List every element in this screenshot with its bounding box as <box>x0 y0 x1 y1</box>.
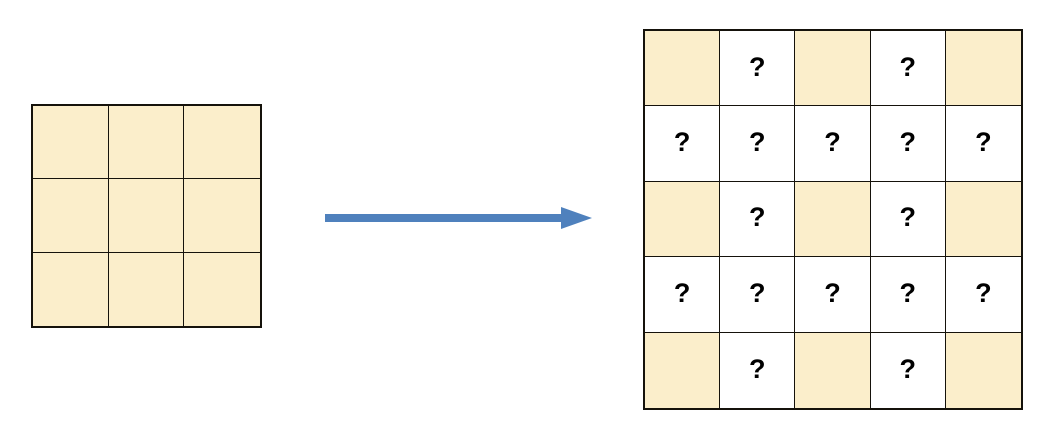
source-grid <box>31 104 262 328</box>
grid-cell <box>33 179 109 253</box>
grid-cell <box>108 252 185 326</box>
cell-unknown-label: ? <box>749 277 766 308</box>
grid-cell: ? <box>795 106 871 182</box>
grid-cell <box>184 179 260 253</box>
grid-cell <box>108 106 185 180</box>
cell-unknown-label: ? <box>749 51 766 82</box>
cell-unknown-label: ? <box>899 277 916 308</box>
grid-cell: ? <box>720 332 796 408</box>
grid-cell <box>184 252 260 326</box>
grid-cell: ? <box>870 31 946 107</box>
cell-unknown-label: ? <box>673 127 691 158</box>
cell-unknown-label: ? <box>899 353 916 384</box>
grid-cell <box>945 31 1021 107</box>
cell-unknown-label: ? <box>824 127 841 158</box>
grid-cell: ? <box>945 257 1021 333</box>
transform-arrow-container <box>325 203 593 233</box>
grid-cell: ? <box>795 257 871 333</box>
cell-unknown-label: ? <box>673 277 691 308</box>
grid-cell: ? <box>870 181 946 258</box>
grid-cell: ? <box>720 181 796 258</box>
grid-cell: ? <box>945 106 1021 182</box>
grid-cell <box>184 106 260 180</box>
cell-unknown-label: ? <box>749 127 766 158</box>
grid-cell <box>108 179 185 253</box>
grid-cell: ? <box>720 31 796 107</box>
grid-cell: ? <box>870 106 946 182</box>
cell-unknown-label: ? <box>975 277 992 308</box>
cell-unknown-label: ? <box>749 202 766 233</box>
grid-cell: ? <box>645 257 721 333</box>
grid-cell <box>795 31 871 107</box>
grid-cell: ? <box>645 106 721 182</box>
grid-cell <box>795 332 871 408</box>
cell-unknown-label: ? <box>975 127 992 158</box>
grid-cell <box>645 31 721 107</box>
grid-cell <box>795 181 871 258</box>
grid-cell <box>33 106 109 180</box>
cell-unknown-label: ? <box>824 277 841 308</box>
grid-cell <box>645 332 721 408</box>
cell-unknown-label: ? <box>899 127 916 158</box>
grid-cell: ? <box>720 257 796 333</box>
result-grid: ???????????????? <box>643 29 1023 410</box>
grid-cell <box>945 332 1021 408</box>
grid-cell <box>645 181 721 258</box>
grid-cell: ? <box>870 332 946 408</box>
cell-unknown-label: ? <box>899 51 916 82</box>
right-arrow-icon <box>325 207 592 229</box>
grid-cell <box>33 252 109 326</box>
cell-unknown-label: ? <box>899 202 916 233</box>
cell-unknown-label: ? <box>749 353 766 384</box>
grid-cell: ? <box>720 106 796 182</box>
grid-cell <box>945 181 1021 258</box>
grid-cell: ? <box>870 257 946 333</box>
